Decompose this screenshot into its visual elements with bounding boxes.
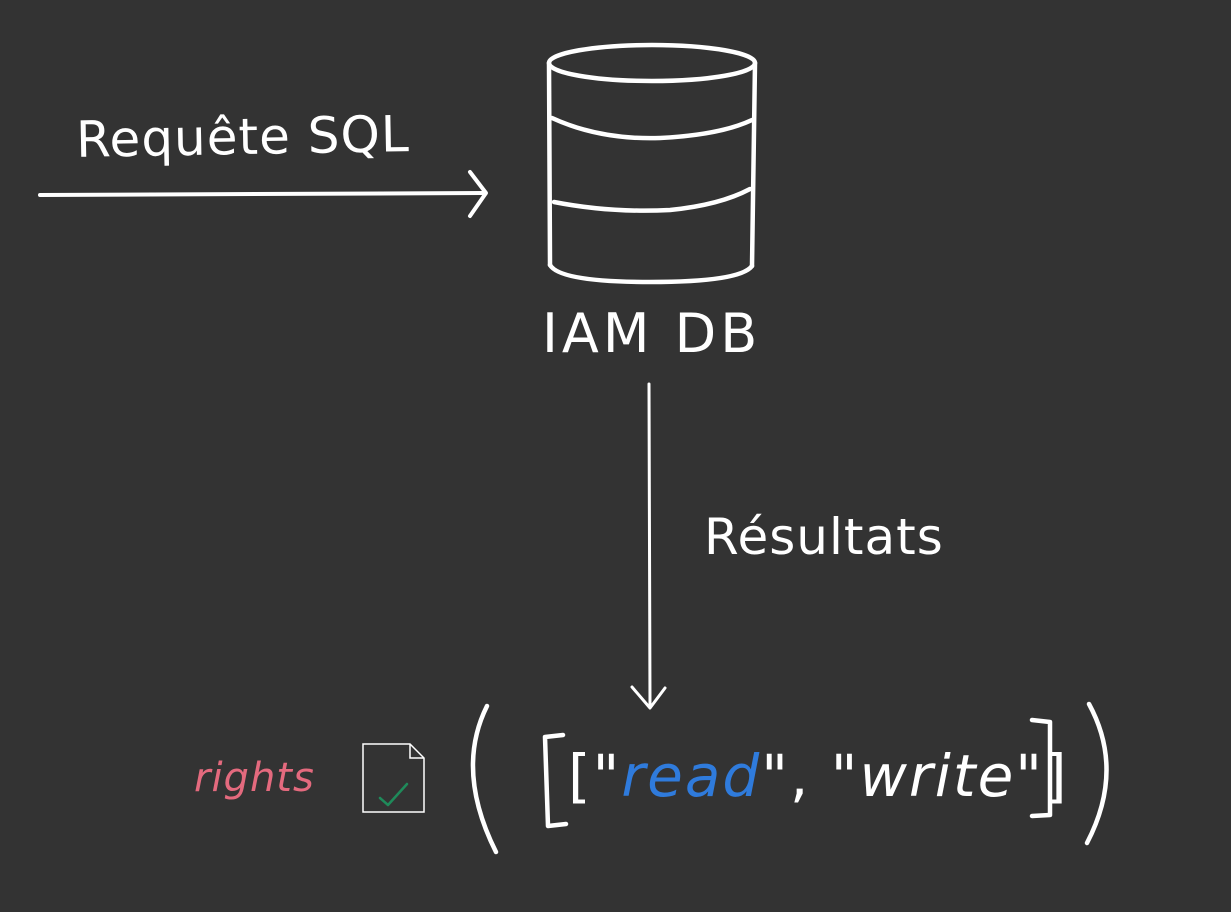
variable-rights-label: rights [194,755,315,801]
array-open-quote: [" [568,742,622,810]
request-sql-label: Requête SQL [75,105,411,169]
results-label: Résultats [704,508,944,566]
document-check-icon [362,743,425,813]
array-item-read: read [621,742,762,810]
request-arrow [38,170,488,218]
database-label: IAM DB [542,302,762,365]
square-brackets [542,717,1053,829]
results-arrow [630,382,667,710]
database-icon [546,42,758,285]
rights-array: ["read", "write"] [568,742,1069,810]
array-close-quote: "] [1015,742,1069,810]
array-item-write: write [859,742,1016,810]
array-separator: ", " [761,742,860,810]
parentheses [470,701,1109,855]
